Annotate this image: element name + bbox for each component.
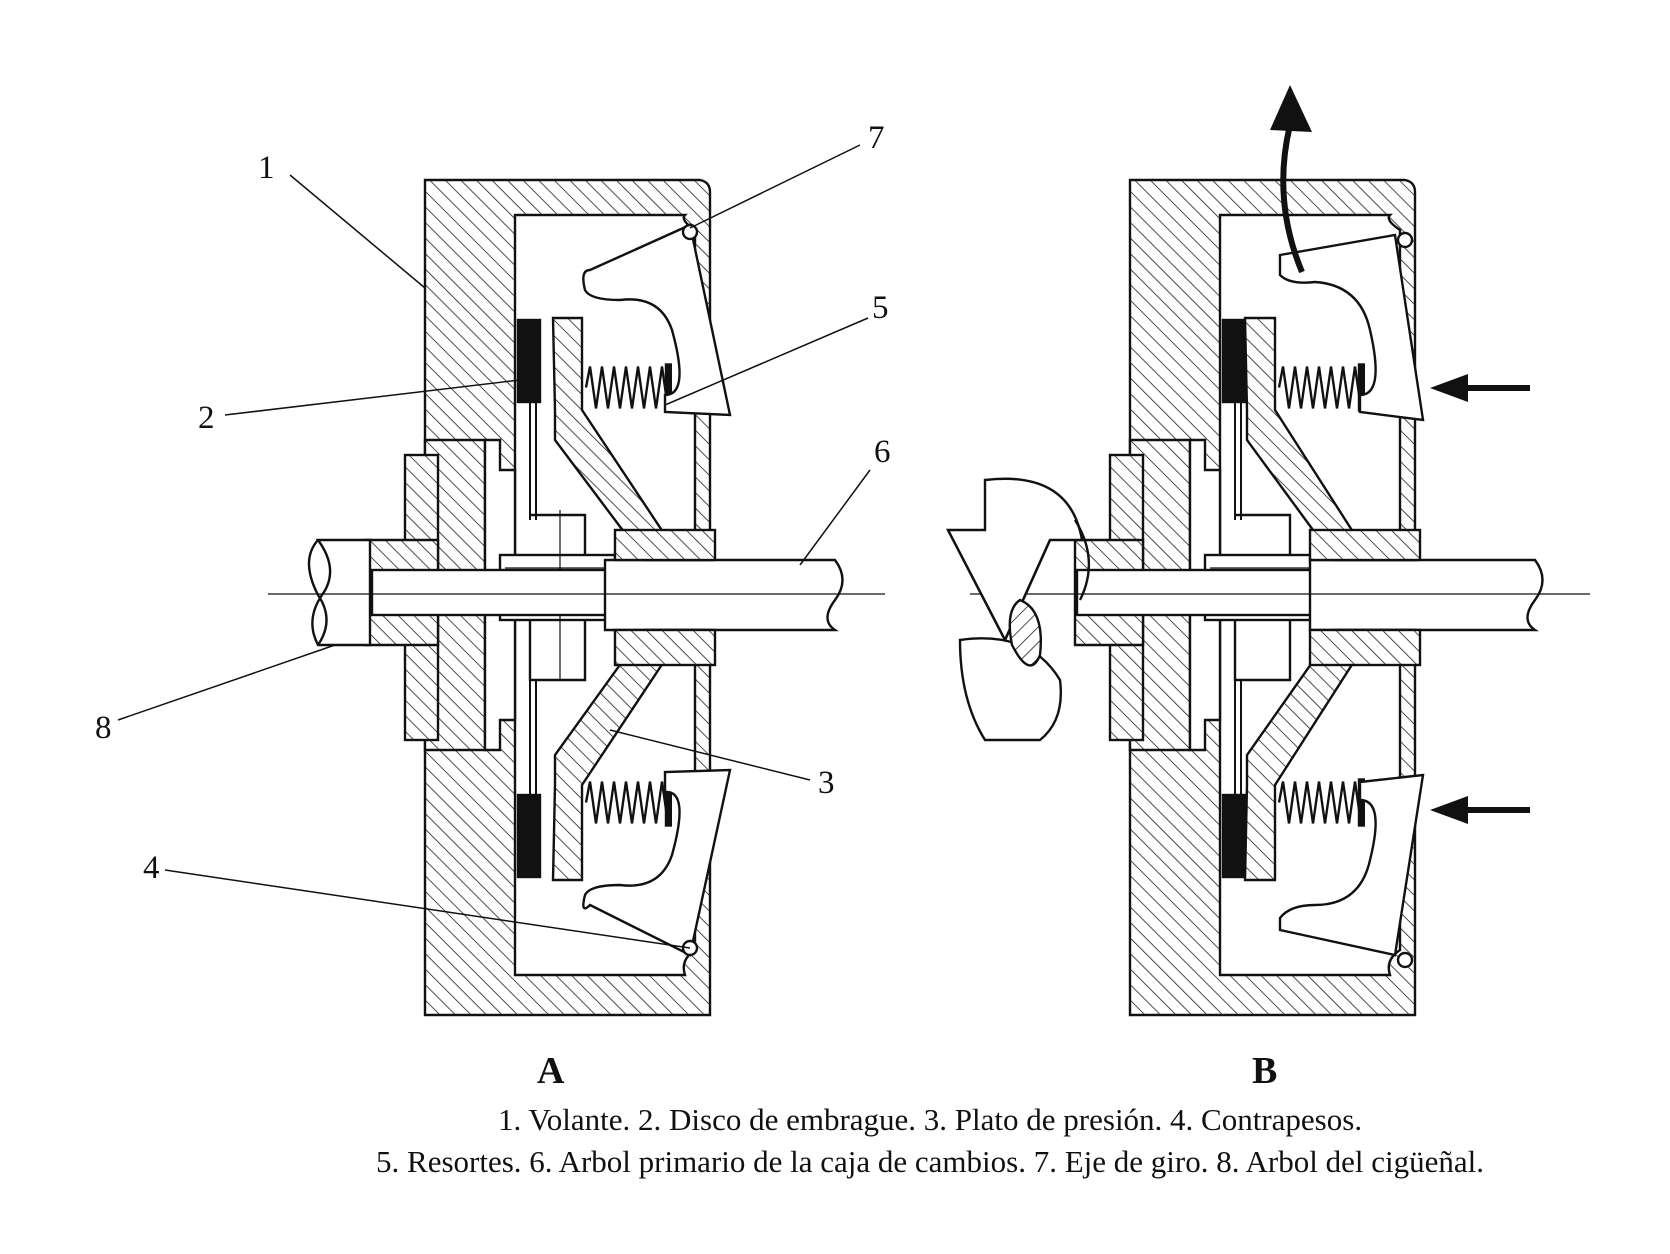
callout-8: 8: [95, 710, 112, 746]
gearbox-shaft-b: [1308, 558, 1544, 632]
input-shaft-b: [1075, 568, 1319, 617]
panel-label-b: B: [1252, 1050, 1277, 1092]
callout-5: 5: [872, 290, 889, 326]
pressure-hub-a: [613, 528, 717, 562]
panel-label-a: A: [537, 1050, 565, 1092]
clutch-disc-lower-b: [1221, 793, 1247, 879]
pivot-lower-b: [1396, 951, 1414, 969]
clutch-disc-lower-a: [516, 793, 542, 879]
pivot-upper-a: [681, 223, 699, 241]
clutch-disc-upper-a: [516, 318, 542, 404]
spring-upper-a: [584, 363, 672, 412]
input-shaft-a: [370, 568, 614, 617]
curved-arrow-icon: [1270, 85, 1312, 274]
gearbox-shaft-a: [603, 558, 844, 632]
panel-a-drawing: [268, 178, 885, 1017]
spring-upper-b: [1277, 363, 1365, 412]
pressure-hub-lower-a: [613, 628, 717, 667]
pressure-hub-lower-b: [1308, 628, 1422, 667]
callout-3: 3: [818, 765, 835, 801]
caption-line-1: 1. Volante. 2. Disco de embrague. 3. Pla…: [497, 1102, 1363, 1137]
callout-2: 2: [198, 400, 215, 436]
panel-b-drawing: [970, 178, 1590, 1017]
flywheel-b: [1128, 178, 1417, 1017]
pressure-hub-b: [1308, 528, 1422, 562]
force-arrow-icon-lower: [1430, 796, 1530, 824]
callout-4: 4: [143, 850, 160, 886]
counterweight-lower-a: [582, 768, 732, 957]
spring-lower-a: [584, 778, 672, 827]
callout-7: 7: [868, 120, 885, 156]
rotation-icon-b: [946, 477, 1090, 742]
spring-lower-b: [1277, 778, 1365, 827]
caption-line-2: 5. Resortes. 6. Arbol primario de la caj…: [376, 1144, 1484, 1179]
callout-1: 1: [258, 150, 275, 186]
pivot-upper-b: [1396, 231, 1414, 249]
counterweight-upper-b: [1278, 233, 1425, 422]
force-arrow-icon-upper: [1430, 374, 1530, 402]
crankshaft-a: [311, 538, 372, 647]
counterweight-upper-a: [582, 223, 732, 417]
clutch-disc-upper-b: [1221, 318, 1247, 404]
counterweight-lower-b: [1278, 773, 1425, 957]
leaders-a: [117, 144, 871, 949]
callout-6: 6: [874, 434, 891, 470]
